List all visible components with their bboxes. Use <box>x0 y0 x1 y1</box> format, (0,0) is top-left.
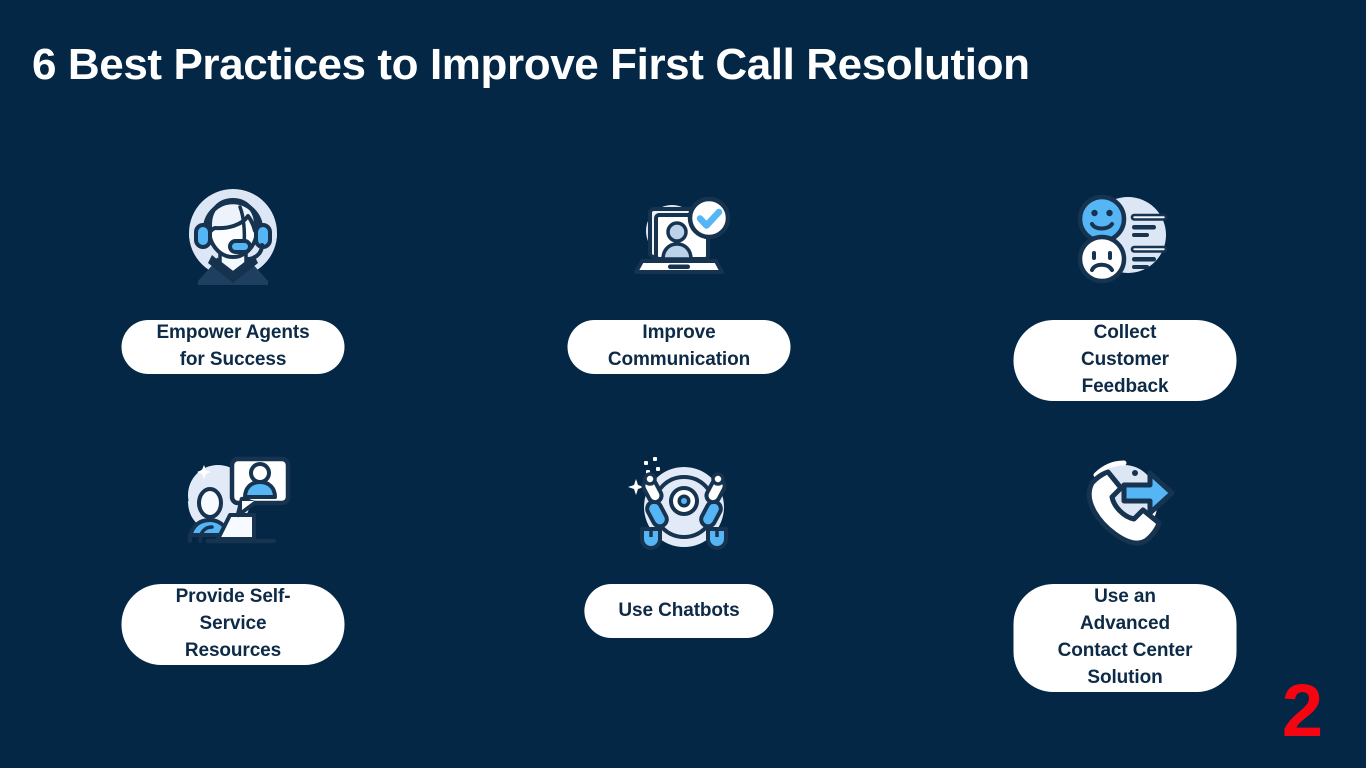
practice-pill-1[interactable]: Empower Agents for Success <box>121 320 345 374</box>
practice-card-1[interactable]: Empower Agents for Success <box>10 180 456 420</box>
page-number: 2 <box>1281 669 1323 752</box>
page-title: 6 Best Practices to Improve First Call R… <box>32 40 1030 89</box>
practice-pill-6[interactable]: Use an Advanced Contact Center Solution <box>1013 584 1237 692</box>
practice-card-3[interactable]: Collect Customer Feedback <box>902 180 1348 420</box>
practice-pill-2[interactable]: Improve Communication <box>567 320 791 374</box>
headset-agent-icon <box>10 180 456 300</box>
practice-pill-4[interactable]: Provide Self-Service Resources <box>121 584 345 665</box>
practice-label-1: Empower Agents for Success <box>156 322 310 370</box>
robot-chatbot-icon <box>456 444 902 564</box>
practice-label-6: Use an Advanced Contact Center Solution <box>1057 586 1193 688</box>
practice-label-2: Improve Communication <box>607 322 751 370</box>
practice-label-5: Use Chatbots <box>618 599 740 621</box>
practice-card-5[interactable]: Use Chatbots <box>456 444 902 684</box>
practice-pill-5[interactable]: Use Chatbots <box>584 584 774 638</box>
practice-card-4[interactable]: Provide Self-Service Resources <box>10 444 456 684</box>
phone-forward-arrow-icon <box>902 444 1348 564</box>
practice-card-2[interactable]: Improve Communication <box>456 180 902 420</box>
practice-card-6[interactable]: Use an Advanced Contact Center Solution <box>902 444 1348 692</box>
practice-label-3: Collect Customer Feedback <box>1081 322 1169 397</box>
happy-sad-feedback-icon <box>902 180 1348 300</box>
practice-pill-3[interactable]: Collect Customer Feedback <box>1013 320 1237 401</box>
person-laptop-chat-icon <box>10 444 456 564</box>
practice-label-4: Provide Self-Service Resources <box>175 586 291 661</box>
laptop-video-check-icon <box>456 180 902 300</box>
